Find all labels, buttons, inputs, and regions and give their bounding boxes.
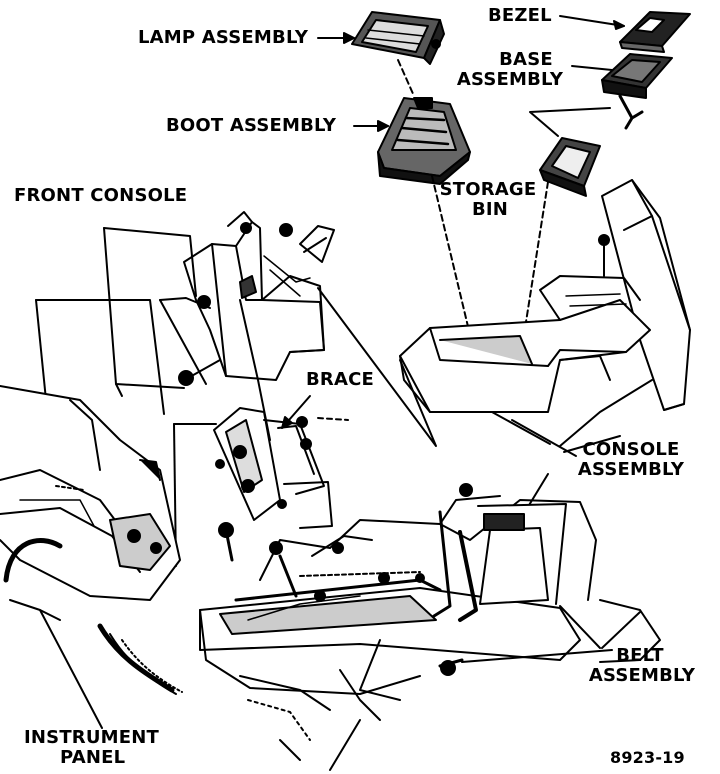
instrument-panel-part (0, 385, 183, 695)
floor-belt-area (199, 483, 661, 771)
brace-part (213, 407, 333, 529)
boot-assembly-part (377, 97, 471, 185)
label-console-assembly-line1: CONSOLE (582, 439, 680, 460)
leader-belt (461, 649, 613, 663)
label-lamp-assembly: LAMP ASSEMBLY (138, 27, 309, 48)
figure-number: 8923-19 (610, 748, 685, 767)
arrow-boot (377, 120, 389, 132)
label-base-assembly-line2: ASSEMBLY (456, 69, 564, 90)
leader-instrument (39, 609, 103, 729)
lamp-assembly-part (351, 11, 445, 65)
arrow-bezel (613, 20, 625, 30)
label-storage-bin-line1: STORAGE (439, 179, 537, 200)
leader-bezel (559, 15, 625, 27)
label-instrument-panel-line1: INSTRUMENT (24, 727, 160, 748)
label-storage-bin-line2: BIN (471, 199, 509, 220)
bezel-part (619, 11, 691, 53)
base-assembly-part (601, 53, 673, 130)
label-console-assembly-line2: ASSEMBLY (577, 459, 685, 480)
label-belt-assembly-line1: BELT (616, 645, 664, 666)
arrow-lamp (343, 32, 355, 44)
console-assembly-part (399, 179, 691, 413)
label-brace: BRACE (306, 369, 375, 390)
storage-bin-part (539, 137, 601, 197)
label-belt-assembly-line2: ASSEMBLY (588, 665, 696, 686)
label-instrument-panel-line2: PANEL (60, 747, 126, 768)
front-console-part (159, 211, 335, 386)
label-base-assembly-line1: BASE (499, 49, 553, 70)
label-front-console: FRONT CONSOLE (14, 185, 188, 206)
label-bezel: BEZEL (488, 5, 552, 26)
leader-console (563, 435, 621, 453)
leader-base (571, 65, 613, 71)
label-boot-assembly: BOOT ASSEMBLY (166, 115, 337, 136)
align-lamp-boot (397, 59, 415, 97)
